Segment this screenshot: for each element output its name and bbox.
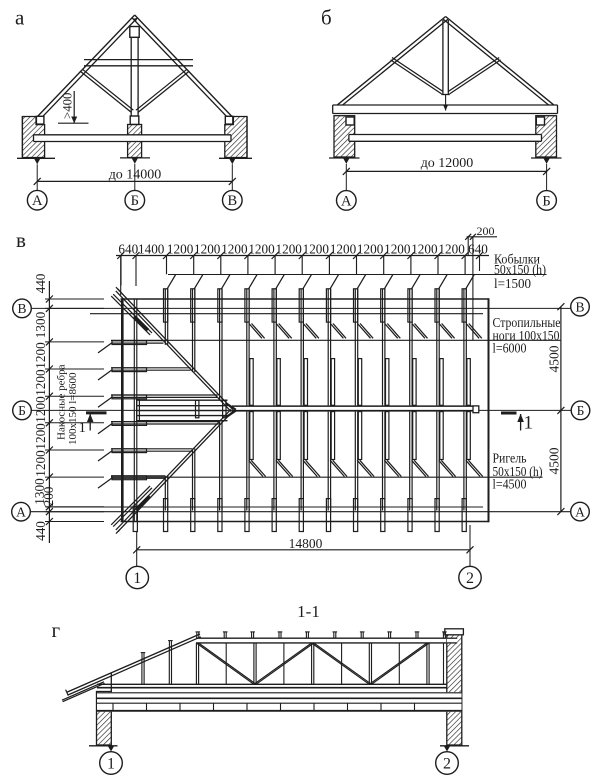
svg-text:1400: 1400 bbox=[138, 241, 165, 256]
svg-text:4500: 4500 bbox=[546, 345, 561, 372]
svg-text:2: 2 bbox=[466, 570, 474, 587]
svg-text:Б: Б bbox=[131, 193, 139, 209]
svg-text:1: 1 bbox=[79, 420, 87, 436]
svg-text:до 14000: до 14000 bbox=[109, 168, 162, 183]
svg-text:Б: Б bbox=[577, 403, 585, 418]
svg-text:14800: 14800 bbox=[289, 536, 323, 551]
svg-text:до 12000: до 12000 bbox=[421, 156, 474, 171]
svg-text:в: в bbox=[16, 228, 26, 252]
svg-text:Кобылки: Кобылки bbox=[494, 251, 540, 266]
svg-text:ноги 100х150: ноги 100х150 bbox=[493, 328, 560, 343]
svg-text:l=6000: l=6000 bbox=[493, 341, 527, 356]
svg-text:Ригель: Ригель bbox=[493, 451, 527, 466]
svg-text:1200: 1200 bbox=[33, 342, 48, 369]
svg-text:Б: Б bbox=[542, 193, 550, 209]
svg-text:1200: 1200 bbox=[357, 241, 384, 256]
svg-text:>400: >400 bbox=[61, 93, 75, 119]
svg-text:50х150 (h): 50х150 (h) bbox=[494, 262, 546, 277]
svg-text:440: 440 bbox=[33, 273, 48, 293]
svg-text:1200: 1200 bbox=[330, 241, 357, 256]
svg-text:1: 1 bbox=[107, 756, 115, 773]
svg-text:1: 1 bbox=[133, 570, 141, 587]
svg-text:l=4500: l=4500 bbox=[493, 477, 527, 492]
svg-text:В: В bbox=[17, 301, 26, 316]
svg-text:640: 640 bbox=[468, 241, 488, 256]
svg-text:Б: Б bbox=[18, 403, 26, 418]
svg-text:l=1500: l=1500 bbox=[494, 276, 531, 291]
svg-text:440: 440 bbox=[33, 521, 48, 541]
svg-text:100х150 l=8600: 100х150 l=8600 bbox=[67, 372, 79, 445]
svg-text:1200: 1200 bbox=[33, 396, 48, 423]
svg-text:1200: 1200 bbox=[248, 241, 275, 256]
svg-text:2: 2 bbox=[443, 756, 451, 773]
svg-text:А: А bbox=[575, 504, 585, 519]
svg-text:200: 200 bbox=[41, 486, 56, 506]
svg-text:В: В bbox=[575, 300, 584, 315]
svg-text:1200: 1200 bbox=[194, 241, 221, 256]
svg-text:1200: 1200 bbox=[221, 241, 248, 256]
svg-text:А: А bbox=[16, 505, 26, 520]
svg-text:1200: 1200 bbox=[276, 241, 303, 256]
svg-text:640: 640 bbox=[118, 241, 138, 256]
svg-text:1200: 1200 bbox=[384, 241, 411, 256]
svg-text:1-1: 1-1 bbox=[297, 602, 320, 621]
svg-text:Стропильные: Стропильные bbox=[493, 315, 561, 330]
svg-text:1200: 1200 bbox=[33, 450, 48, 477]
svg-text:1300: 1300 bbox=[33, 311, 48, 338]
svg-text:1200: 1200 bbox=[33, 369, 48, 396]
svg-text:а: а bbox=[15, 6, 25, 30]
svg-text:4500: 4500 bbox=[546, 447, 561, 474]
svg-text:А: А bbox=[341, 193, 352, 209]
svg-text:50х150 (h): 50х150 (h) bbox=[493, 464, 543, 479]
svg-text:1: 1 bbox=[524, 413, 534, 434]
svg-text:1200: 1200 bbox=[167, 241, 194, 256]
svg-text:1200: 1200 bbox=[438, 241, 465, 256]
svg-text:В: В bbox=[227, 193, 237, 209]
svg-text:б: б bbox=[321, 6, 332, 30]
svg-text:А: А bbox=[32, 193, 43, 209]
svg-text:г: г bbox=[52, 618, 61, 642]
svg-text:1300: 1300 bbox=[32, 478, 47, 505]
svg-text:1200: 1200 bbox=[411, 241, 438, 256]
svg-text:200: 200 bbox=[477, 224, 495, 238]
svg-text:1200: 1200 bbox=[303, 241, 330, 256]
svg-text:1200: 1200 bbox=[33, 423, 48, 450]
svg-text:Накосные ребра: Накосные ребра bbox=[56, 364, 68, 440]
